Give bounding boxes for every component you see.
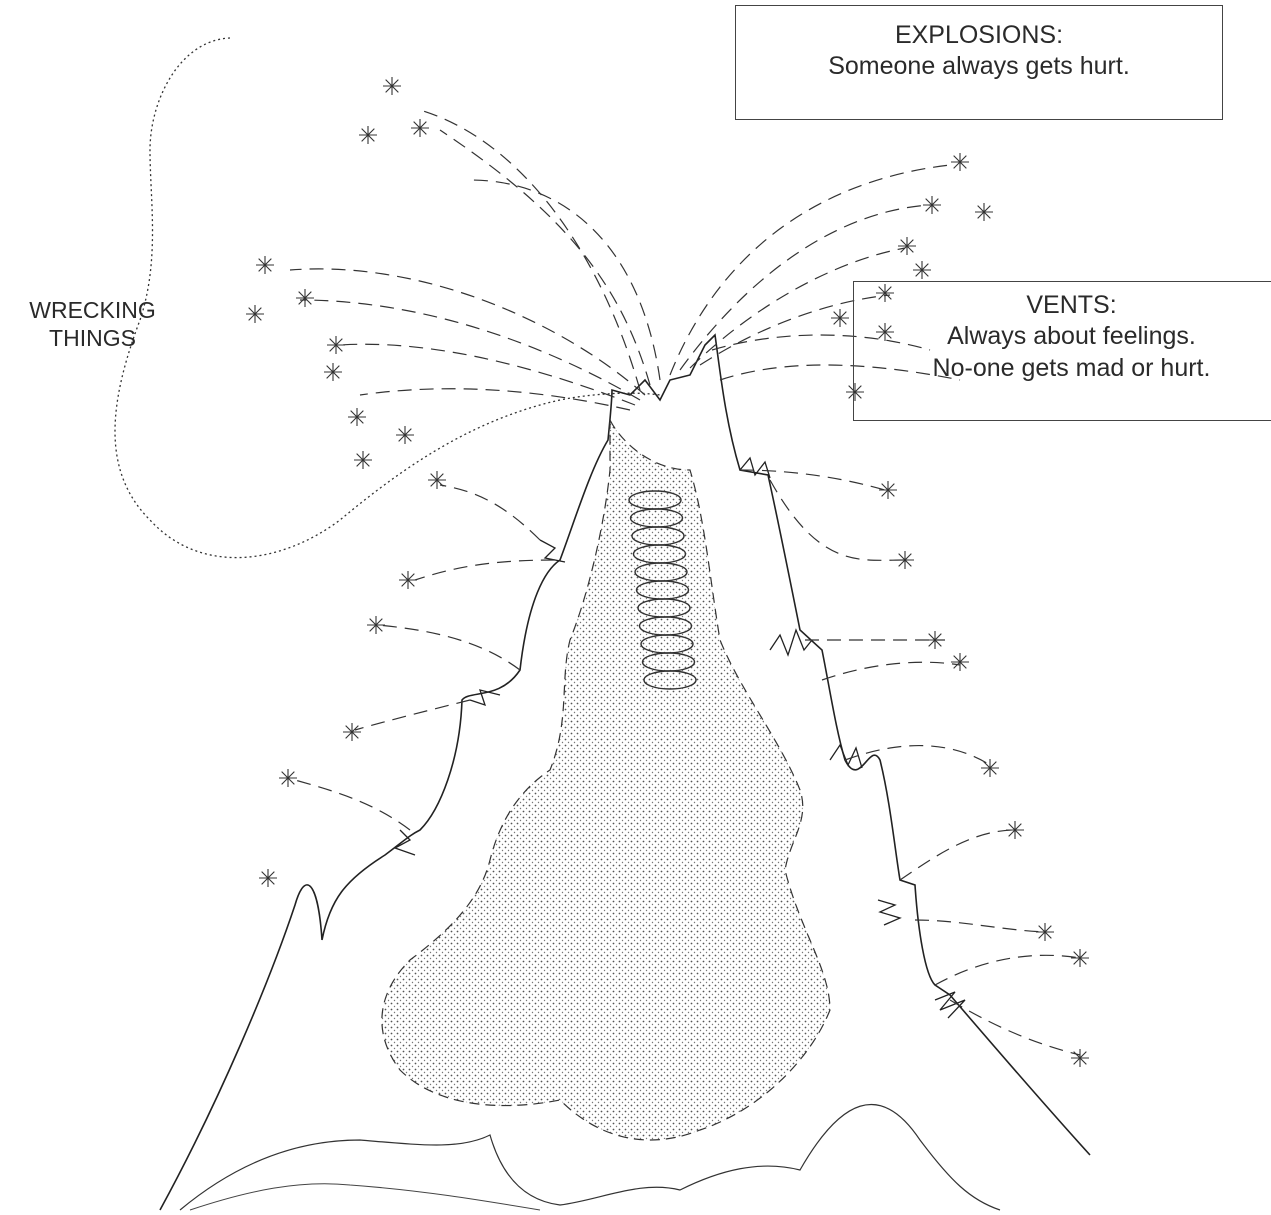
wrecking-line-2: THINGS [5,325,180,353]
spark-icon [411,119,429,137]
magma-chamber [382,420,830,1140]
spark-icon [359,126,377,144]
spark-icon [951,153,969,171]
spark-icon [1071,949,1089,967]
spark-icon [1006,821,1024,839]
spark-icon [396,426,414,444]
spark-icon [923,196,941,214]
explosions-title: EXPLOSIONS: [736,20,1222,51]
spark-icon [975,203,993,221]
wrecking-cloud [115,38,660,558]
wrecking-label: WRECKING THINGS [5,297,180,352]
spark-icon [343,723,361,741]
spark-icon [896,551,914,569]
wrecking-line-1: WRECKING [5,297,180,325]
spark-icon [1036,923,1054,941]
spark-icon [348,408,366,426]
spark-icon [951,653,969,671]
spark-icon [256,256,274,274]
spark-icon [327,336,345,354]
vents-line-1: Always about feelings. [872,321,1271,352]
spark-icon [831,309,849,327]
vents-callout: VENTS: Always about feelings. No-one get… [853,281,1271,421]
spark-icon [879,481,897,499]
vents-title: VENTS: [872,290,1271,321]
spark-icon [383,77,401,95]
spark-icon [259,869,277,887]
spark-icon [279,769,297,787]
spark-icon [981,759,999,777]
vents-line-2: No-one gets mad or hurt. [872,353,1271,384]
explosions-text: Someone always gets hurt. [736,51,1222,82]
spark-icon [246,305,264,323]
spark-icon [296,289,314,307]
spark-icon [399,571,417,589]
spark-icon [898,237,916,255]
base-hills-front [190,1184,540,1210]
spark-icon [428,471,446,489]
spark-icon [354,451,372,469]
spark-icon [926,631,944,649]
spark-icon [367,616,385,634]
spark-icon [913,261,931,279]
explosions-callout: EXPLOSIONS: Someone always gets hurt. [735,5,1223,120]
spark-icon [1071,1049,1089,1067]
spark-icon [324,363,342,381]
